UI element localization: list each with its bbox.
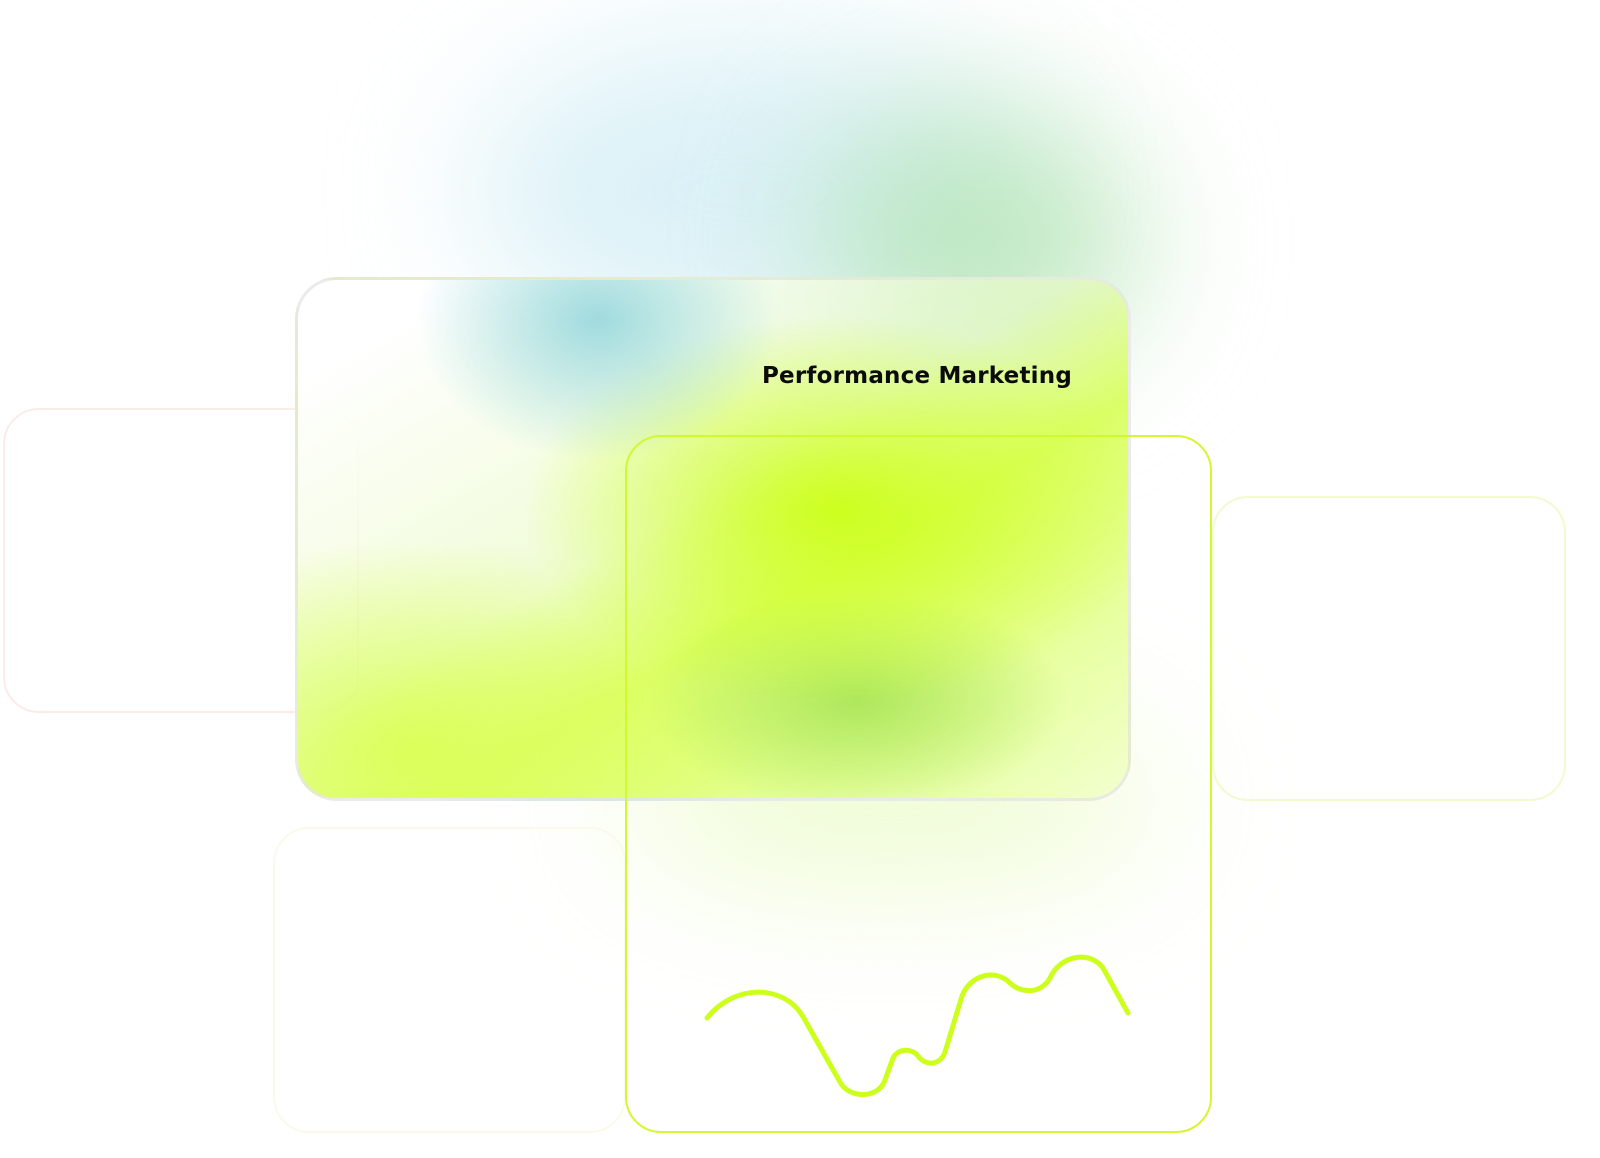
gradient-hero-card <box>295 277 1131 801</box>
right-faded-card <box>1212 496 1566 801</box>
trend-line <box>704 954 1131 1097</box>
card-title: Performance Marketing <box>762 363 1072 389</box>
chart-card <box>625 435 1212 1133</box>
